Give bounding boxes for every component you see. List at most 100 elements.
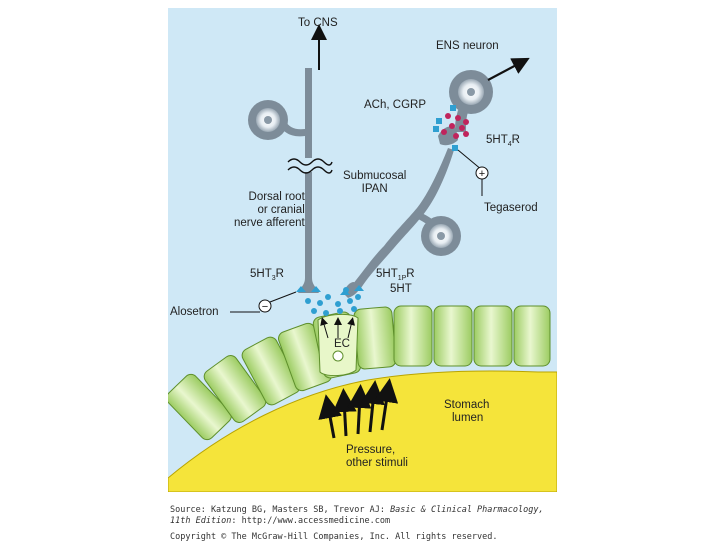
5ht1p-receptor	[354, 285, 364, 291]
alosetron-antagonist-symbol: −	[262, 301, 268, 313]
dorsal-root-afferent	[248, 68, 333, 293]
5ht4-receptors	[433, 105, 458, 151]
tegaserod-agonist-symbol: +	[479, 168, 485, 180]
ach-dot	[445, 113, 451, 119]
epithelial-cell-layer	[166, 305, 551, 441]
dorsal-root-label-line: Dorsal root	[248, 191, 305, 203]
caption-book-title: Basic & Clinical Pharmacology,	[390, 505, 544, 515]
epithelial-cell	[353, 306, 397, 370]
epithelial-cell	[473, 305, 513, 367]
serotonin-dot	[335, 301, 341, 307]
serotonin-dot	[317, 300, 323, 306]
pressure-arrow	[360, 380, 385, 433]
pressure-arrow	[347, 384, 372, 435]
source-caption: Source: Katzung BG, Masters SB, Trevor A…	[170, 505, 544, 527]
ach-dot	[455, 115, 461, 121]
epithelial-cell	[513, 305, 551, 367]
5ht4r-label: 5HT4R	[486, 134, 520, 148]
to-cns-label: To CNS	[298, 17, 338, 29]
stomach-lumen-area	[167, 370, 558, 493]
axon-break-wave	[287, 158, 333, 166]
epithelial-cell	[393, 305, 433, 367]
copyright-notice: Copyright © The McGraw-Hill Companies, I…	[170, 532, 498, 542]
serotonin-gut-signaling-diagram: + −	[166, 8, 558, 493]
ach-dot	[453, 133, 459, 139]
alosetron-label: Alosetron	[170, 306, 219, 318]
caption-authors: Source: Katzung BG, Masters SB, Trevor A…	[170, 505, 391, 515]
ach-dot	[463, 119, 469, 125]
5ht4r-label-sub: 4	[507, 141, 512, 148]
5ht3r-label: 5HT3R	[250, 268, 284, 282]
ipan-soma-nucleolus	[437, 232, 445, 240]
ec-release-arrows	[320, 317, 355, 339]
ec-cell-nucleus	[332, 350, 344, 362]
5ht4-receptor	[450, 105, 456, 111]
afferent-axon	[305, 68, 312, 286]
alosetron-antagonist-symbol-circle	[258, 299, 272, 313]
submucosal-ipan-label: Submucosal IPAN	[343, 170, 406, 196]
serotonin-dot	[343, 287, 349, 293]
ach-cgrp-vesicles	[441, 113, 469, 139]
submucosal-ipan-label-line: IPAN	[361, 183, 388, 195]
release-arrow	[320, 317, 329, 339]
axon-break-wave	[287, 166, 333, 174]
serotonin-dot	[351, 306, 357, 312]
serotonin-dot	[325, 294, 331, 300]
5ht4r-label-r: R	[511, 134, 520, 146]
ens-neuron	[449, 57, 530, 132]
dorsal-root-label-line: or cranial	[257, 204, 305, 216]
ens-neuron-label: ENS neuron	[436, 40, 499, 52]
5ht3-receptor	[311, 286, 321, 292]
pressure-arrow	[318, 394, 343, 439]
alosetron-stem	[269, 291, 297, 303]
caption-line-1: Source: Katzung BG, Masters SB, Trevor A…	[170, 505, 544, 516]
ach-dot	[463, 131, 469, 137]
dorsal-root-label: Dorsal root or cranial nerve afferent	[234, 191, 305, 230]
serotonin-release	[296, 285, 364, 316]
enterochromaffin-cell	[317, 313, 359, 377]
ens-output-arrow	[487, 57, 530, 81]
tegaserod-link	[457, 149, 483, 171]
pressure-label-line: Pressure,	[346, 444, 396, 456]
dorsal-root-label-line: nerve afferent	[234, 217, 305, 229]
ach-cgrp-label: ACh, CGRP	[364, 99, 426, 111]
afferent-soma-nucleolus	[264, 116, 272, 124]
stomach-lumen-label-line: Stomach	[444, 399, 490, 411]
release-arrow	[347, 317, 355, 339]
pressure-label: Pressure, other stimuli	[346, 444, 408, 470]
5ht3r-label-sub: 3	[271, 275, 276, 282]
pressure-label-line: other stimuli	[346, 457, 408, 469]
caption-edition: 11th Edition	[170, 516, 232, 526]
ach-dot	[459, 125, 465, 131]
serotonin-dot	[323, 310, 329, 316]
pressure-arrow	[332, 388, 357, 437]
5ht1pr-label-main: 5HT	[376, 268, 398, 280]
caption-line-2: 11th Edition: http://www.accessmedicine.…	[170, 516, 544, 527]
5ht4-receptor	[436, 118, 442, 124]
epithelial-cell	[203, 355, 267, 423]
5ht1pr-label-r: R	[406, 268, 415, 280]
serotonin-dot	[305, 298, 311, 304]
ach-dot	[441, 129, 447, 135]
submucosal-ipan-neuron	[343, 126, 461, 298]
ec-label: EC	[334, 338, 350, 350]
serotonin-dot	[311, 308, 317, 314]
pressure-arrows	[318, 378, 399, 439]
pressure-arrow	[374, 378, 399, 431]
stomach-lumen-label: Stomach lumen	[444, 399, 489, 425]
epithelial-cell	[433, 305, 473, 367]
5ht3-receptor	[296, 286, 306, 292]
epithelial-cell	[166, 373, 232, 441]
serotonin-dot	[347, 298, 353, 304]
5ht4r-label-main: 5HT	[486, 134, 508, 146]
ach-dot	[449, 123, 455, 129]
serotonin-dot	[337, 308, 343, 314]
caption-url: : http://www.accessmedicine.com	[231, 516, 391, 526]
tegaserod-label: Tegaserod	[484, 202, 538, 214]
5ht3r-label-r: R	[275, 268, 284, 280]
submucosal-ipan-label-line: Submucosal	[343, 170, 407, 182]
diagram-artwork: + −	[166, 8, 558, 493]
5ht1pr-label: 5HT1PR	[376, 268, 415, 282]
5ht-label: 5HT	[390, 283, 412, 295]
stomach-lumen-label-line: lumen	[452, 412, 484, 424]
